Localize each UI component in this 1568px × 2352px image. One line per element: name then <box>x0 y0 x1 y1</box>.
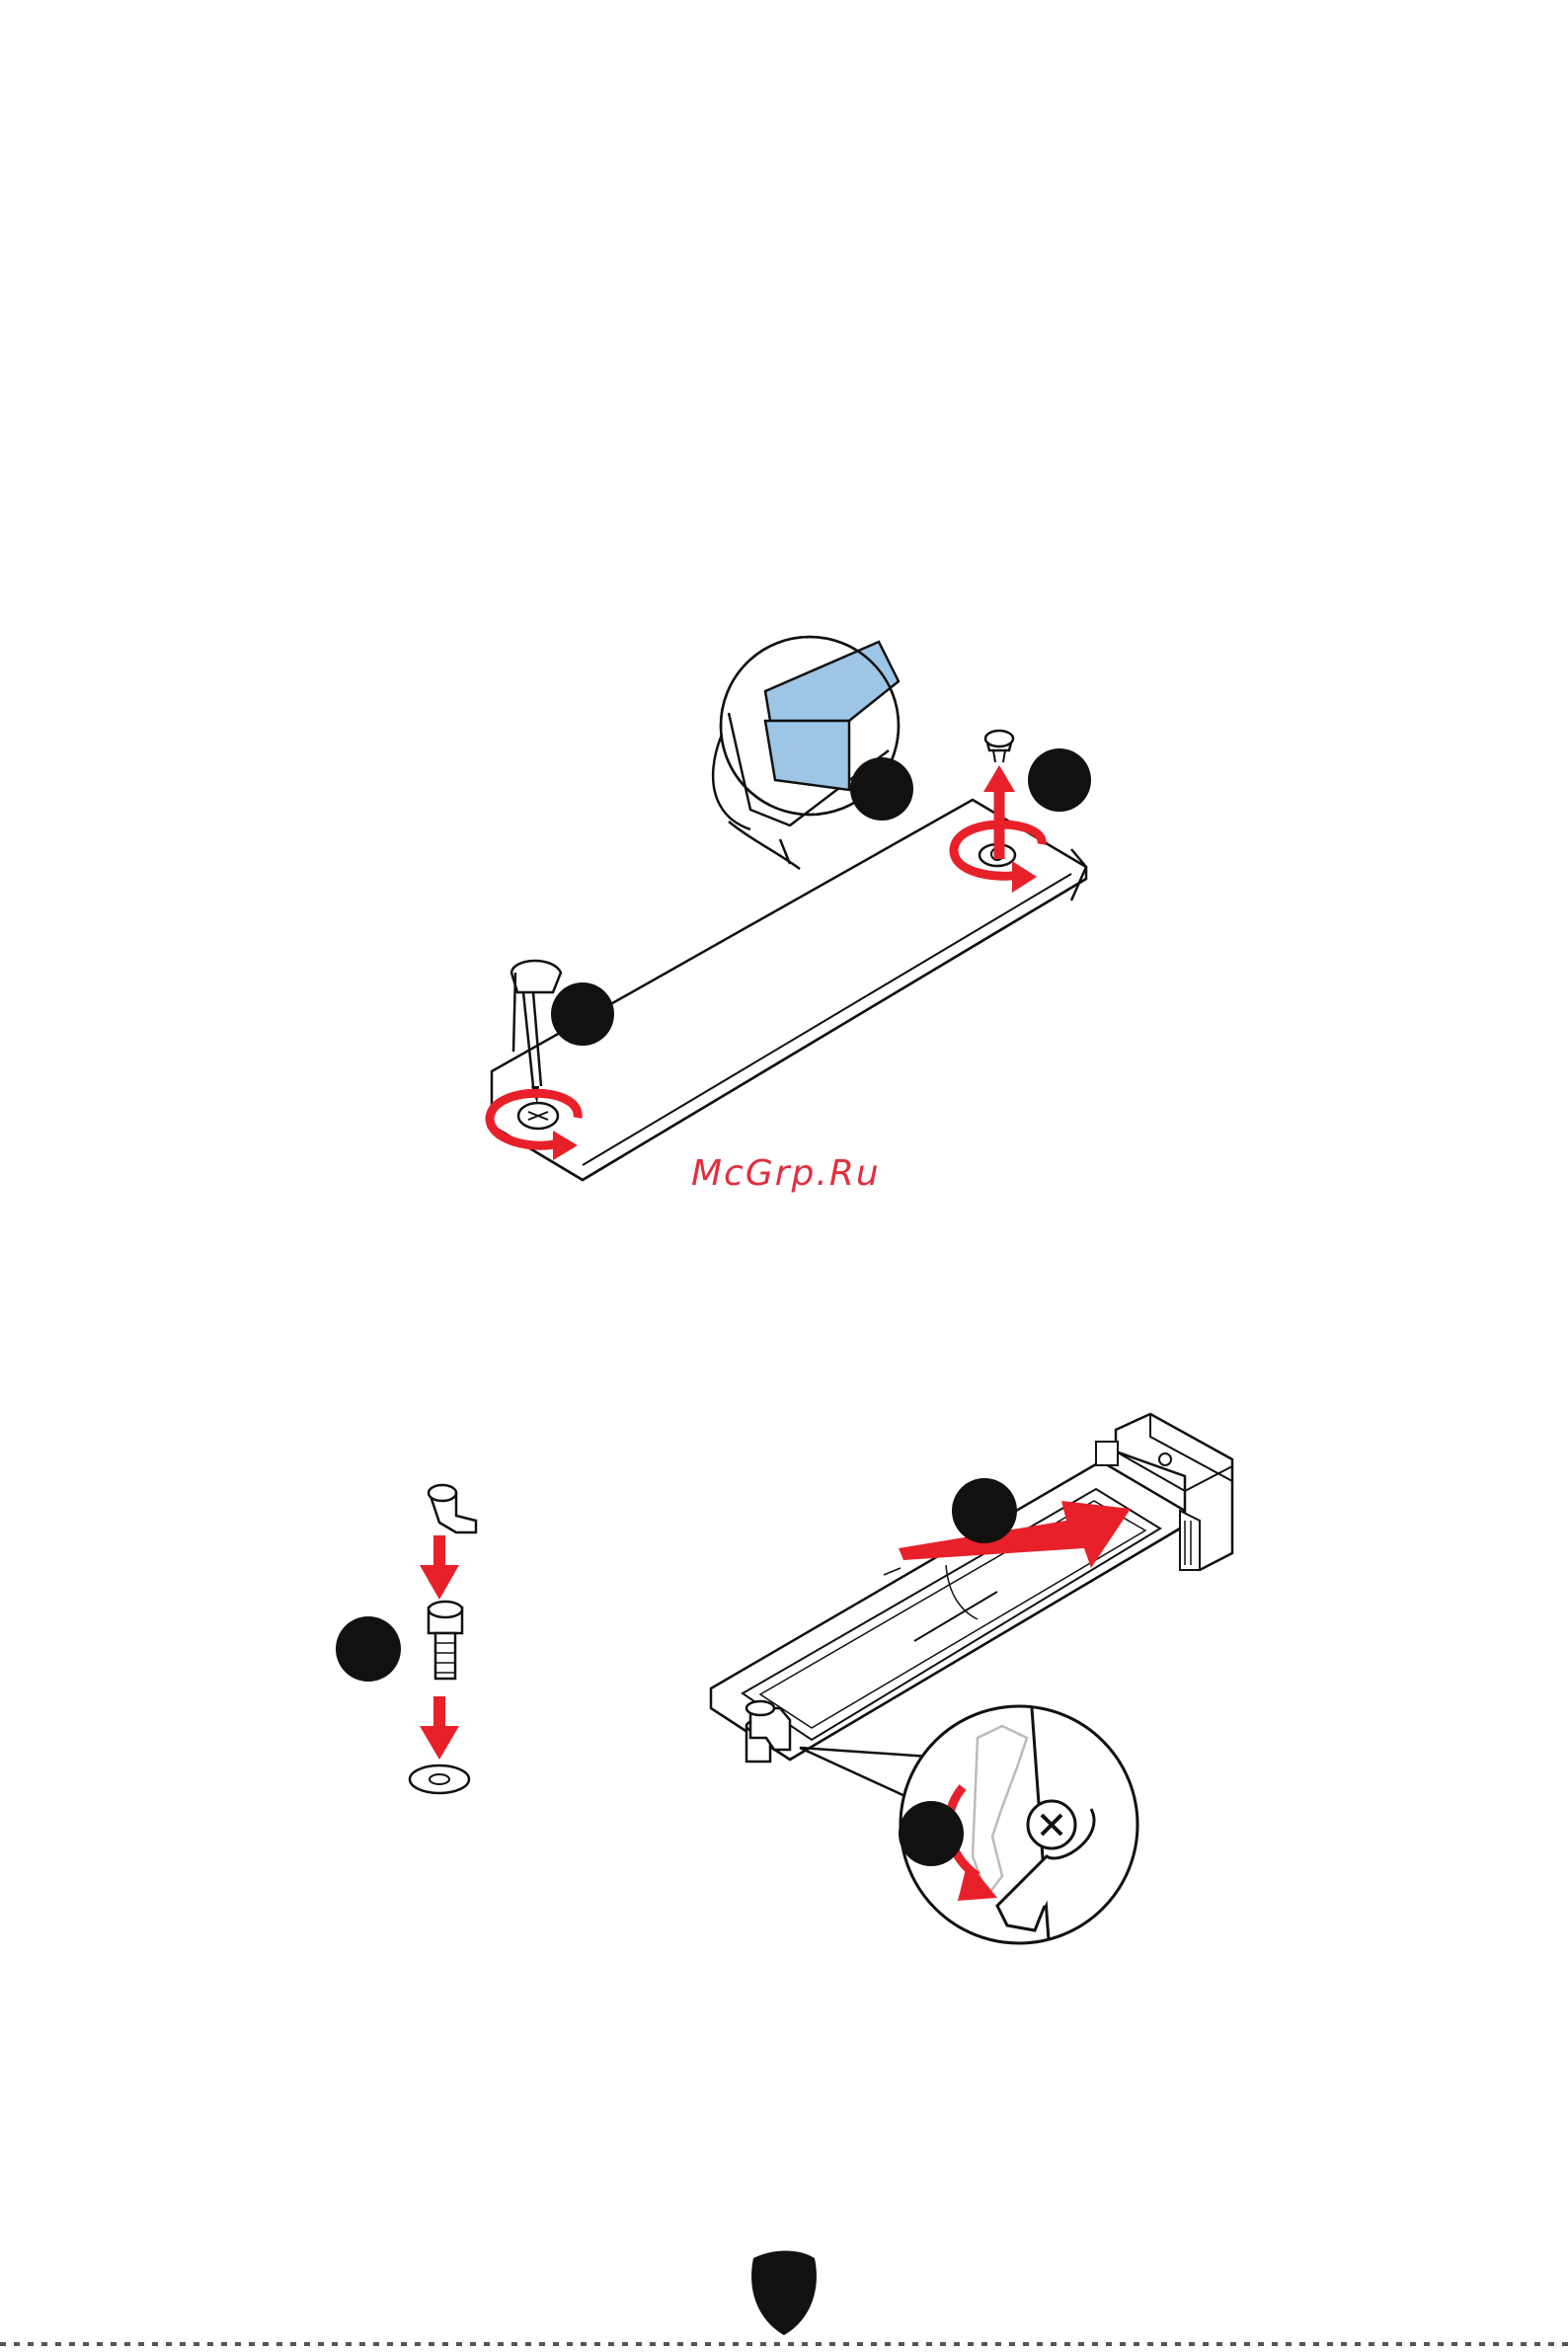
watermark-text: McGrp.Ru <box>691 1153 881 1194</box>
down-arrow-icon <box>420 1535 459 1600</box>
footer-divider <box>0 2342 1568 2346</box>
shield-logo-icon <box>751 2250 817 2335</box>
step-marker <box>551 982 614 1046</box>
top-figure <box>490 637 1091 1180</box>
step-marker <box>1028 748 1091 812</box>
step-marker <box>899 1801 964 1866</box>
screw-icon <box>518 1103 558 1129</box>
step-marker <box>336 1616 401 1682</box>
washer-icon <box>410 1765 469 1793</box>
m2-slot-icon <box>711 1414 1232 1762</box>
step-marker <box>850 757 913 821</box>
step-marker <box>952 1478 1017 1543</box>
screw-icon <box>985 731 1013 762</box>
bottom-figure <box>336 1414 1232 1943</box>
down-arrow-icon <box>420 1696 459 1760</box>
latch-zoom-icon <box>800 1706 1137 1943</box>
